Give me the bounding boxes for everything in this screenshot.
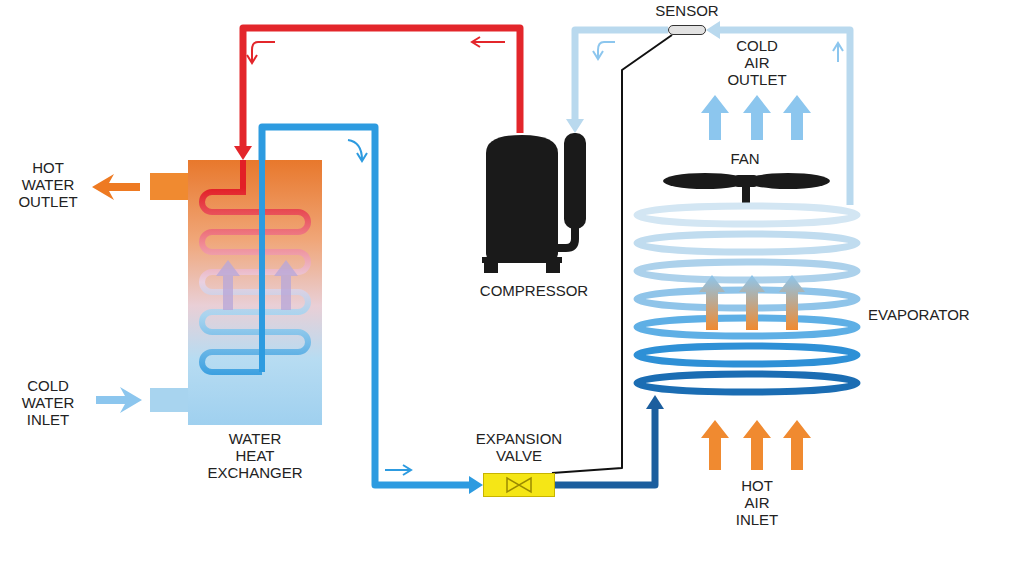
valve-body	[484, 474, 555, 497]
evaporator-shape	[632, 205, 862, 395]
sensor-wire	[552, 35, 672, 473]
arrow-head	[469, 476, 483, 494]
heating-coil	[202, 160, 308, 372]
flow-label: HOT AIR INLET	[736, 478, 779, 528]
flow-label: COLD WATER INLET	[22, 378, 75, 428]
flow-arrow	[833, 43, 843, 62]
fan-blade	[663, 173, 747, 189]
heat-arrow	[274, 260, 298, 310]
part-name: WATER HEAT EXCHANGER	[207, 431, 302, 481]
heat-exchanger-tank-shape	[188, 160, 322, 425]
evaporator-coil	[637, 234, 857, 252]
accumulator	[564, 133, 586, 229]
compressor-foot	[484, 262, 498, 273]
evaporator-coil	[637, 374, 857, 392]
hot-water-pipe	[150, 173, 190, 200]
evaporator-coil	[637, 346, 857, 364]
suction-tube	[556, 225, 575, 248]
heat-arrow	[216, 260, 240, 310]
air-arrow	[783, 420, 811, 470]
evaporator-coil	[637, 206, 857, 224]
air-arrow	[783, 95, 811, 140]
part-name: EVAPORATOR	[868, 307, 970, 324]
cold-air-arrows	[701, 95, 811, 140]
return-pipe	[259, 160, 265, 372]
flow-arrow	[593, 42, 615, 59]
hot-air-arrows	[701, 420, 811, 470]
air-arrow	[743, 420, 771, 470]
compressor-foot	[546, 262, 560, 273]
fan-hub	[735, 175, 757, 187]
part-name: SENSOR	[655, 3, 718, 20]
evaporator-coil	[637, 262, 857, 280]
expansion-valve: EXPANSION VALVE	[483, 473, 555, 497]
temperature-sensor: SENSOR	[668, 25, 706, 35]
compressor-body	[486, 135, 558, 260]
flow-arrow	[385, 465, 411, 475]
suction-pipe-line	[718, 30, 850, 205]
evaporator: EVAPORATOR	[632, 205, 862, 395]
arrow-head	[566, 119, 584, 133]
flow-label: FAN	[730, 151, 759, 168]
air-arrow	[699, 275, 725, 330]
flow-arrow	[472, 37, 505, 47]
fan-symbol	[663, 173, 830, 205]
part-name: COMPRESSOR	[480, 283, 588, 300]
cold-liquid-pipe-line	[555, 407, 655, 485]
compressor: COMPRESSOR	[478, 133, 590, 273]
arrow-head	[646, 395, 664, 409]
suction-pipe	[706, 21, 850, 205]
flow-label: COLD AIR OUTLET	[727, 38, 786, 88]
flow-label: HOT WATER OUTLET	[18, 160, 77, 210]
cold-water-arrow	[96, 387, 142, 413]
suction-pipe	[566, 30, 668, 133]
expansion-valve-shape	[483, 473, 555, 497]
compressor-shape	[478, 133, 590, 273]
air-arrow	[743, 95, 771, 140]
arrow-head	[706, 21, 720, 39]
hot-water-arrow	[92, 174, 140, 200]
air-arrow	[701, 420, 729, 470]
fan-stand	[742, 187, 750, 205]
air-arrow	[701, 95, 729, 140]
flow-arrow	[348, 140, 367, 161]
fan-blade	[746, 173, 830, 189]
valve-symbol	[507, 478, 531, 492]
air-arrow	[739, 275, 765, 330]
flow-arrows	[247, 37, 843, 475]
heat-exchanger-tank: WATER HEAT EXCHANGER	[188, 160, 322, 425]
cold-water-pipe	[150, 388, 190, 412]
air-arrow	[779, 275, 805, 330]
sensor-wire-line	[552, 35, 672, 473]
arrow-head	[234, 146, 252, 160]
flow-arrow	[247, 42, 275, 63]
part-name: EXPANSION VALVE	[476, 431, 562, 465]
